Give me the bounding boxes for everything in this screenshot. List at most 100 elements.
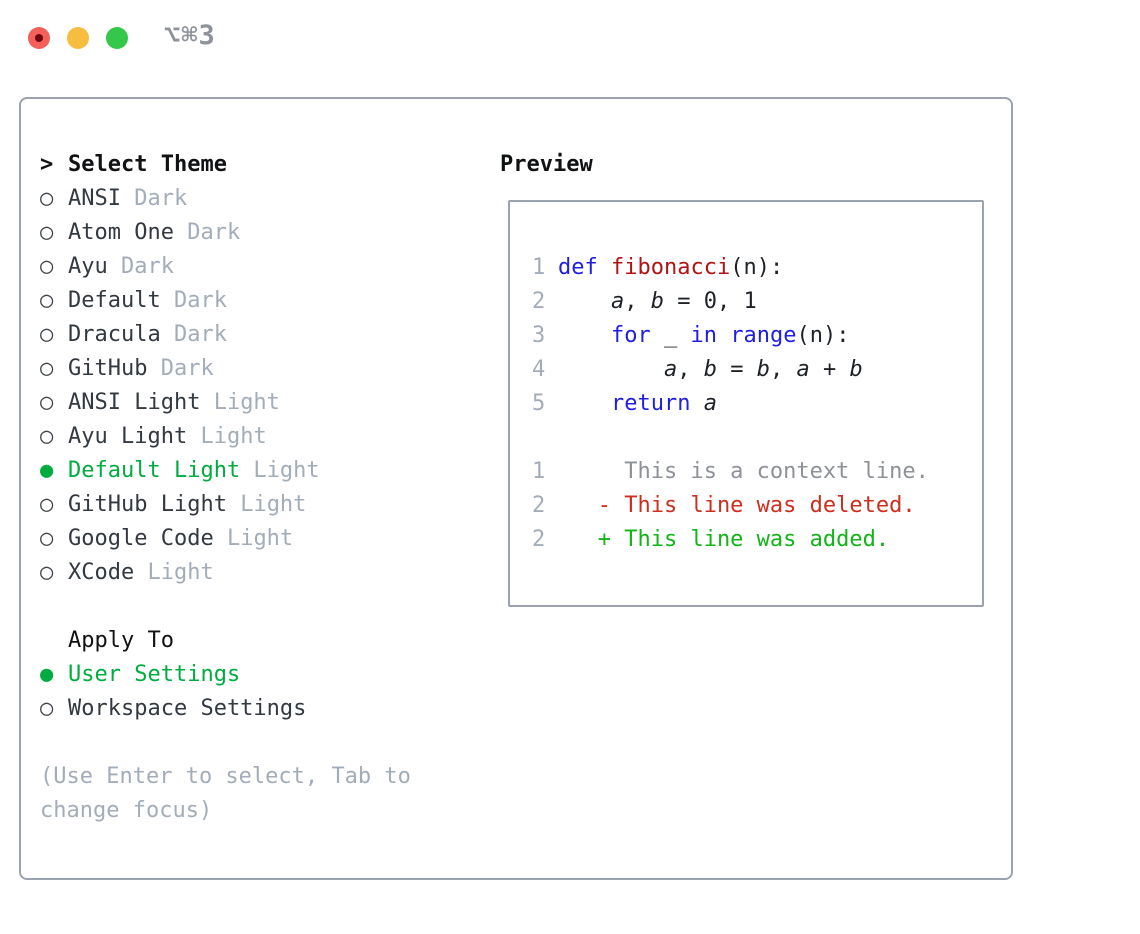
code-segment: a	[796, 357, 810, 382]
theme-option-default[interactable]: ○Default Dark	[40, 284, 486, 318]
theme-option-ansi[interactable]: ○ANSI Dark	[40, 182, 486, 216]
close-dot-icon	[35, 34, 43, 42]
radio-icon: ○	[40, 254, 54, 279]
option-variant: Light	[213, 526, 294, 551]
theme-option-ayu-light[interactable]: ○Ayu Light Light	[40, 420, 486, 454]
window-titlebar	[28, 26, 145, 50]
code-segment: = 0, 1	[663, 289, 757, 314]
code-segment: b	[756, 357, 770, 382]
option-label: ANSI Light	[68, 390, 201, 415]
minimize-button-icon[interactable]	[67, 27, 89, 49]
code-segment	[717, 323, 730, 348]
apply-to-list: ●User Settings○Workspace Settings	[40, 658, 486, 726]
option-label: Google Code	[68, 526, 214, 551]
line-number: 2	[532, 493, 546, 518]
line-number: 5	[532, 391, 546, 416]
option-variant: Dark	[173, 220, 241, 245]
code-segment: (n):	[796, 323, 850, 348]
select-theme-title: Select Theme	[68, 152, 227, 177]
code-segment: b	[849, 357, 863, 382]
theme-option-ayu[interactable]: ○ Ayu Dark	[40, 250, 486, 284]
code-line: 1 This is a context line.	[532, 455, 972, 489]
spacer	[40, 726, 486, 760]
code-segment: fibonacci	[611, 255, 731, 280]
theme-option-google-code[interactable]: ○ Google Code Light	[40, 522, 486, 556]
code-segment: ,	[769, 357, 797, 382]
apply-option-workspace-settings[interactable]: ○Workspace Settings	[40, 692, 486, 726]
code-line	[532, 421, 972, 455]
keyboard-hint: (Use Enter to select, Tab to change focu…	[40, 764, 411, 823]
option-label: XCode	[68, 560, 135, 585]
code-segment: This is a context line.	[558, 459, 929, 484]
apply-to-title: Apply To	[68, 628, 174, 653]
line-number: 3	[532, 323, 546, 348]
code-segment: b	[703, 357, 717, 382]
radio-icon: ○	[40, 526, 54, 551]
code-line: 2 a, b = 0, 1	[532, 285, 972, 319]
theme-option-xcode[interactable]: ○ XCode Light	[40, 556, 486, 590]
theme-option-atom-one[interactable]: ○Atom One Dark	[40, 216, 486, 250]
code-segment: ,	[677, 357, 704, 382]
theme-option-ansi-light[interactable]: ○ ANSI Light Light	[40, 386, 486, 420]
code-segment	[558, 357, 664, 382]
radio-icon: ○	[40, 356, 54, 381]
option-variant: Dark	[120, 186, 188, 211]
zoom-button-icon[interactable]	[106, 27, 128, 49]
code-segment: +	[809, 357, 850, 382]
theme-selector-column: >Select Theme ○ANSI Dark○Atom One Dark○A…	[40, 148, 486, 828]
window-shortcut-label: ⌥⌘3	[164, 20, 216, 51]
code-segment	[690, 391, 703, 416]
code-segment: a	[610, 289, 625, 314]
close-button-icon[interactable]	[28, 27, 50, 49]
radio-icon: ○	[40, 288, 54, 313]
code-segment	[558, 391, 611, 416]
theme-option-default-light[interactable]: ●Default Light Light	[40, 454, 486, 488]
radio-selected-icon: ●	[40, 662, 54, 687]
option-variant: Light	[134, 560, 214, 585]
code-line: 2 - This line was deleted.	[532, 489, 972, 523]
code-segment: + This line was added.	[558, 527, 890, 552]
code-segment: a	[703, 391, 717, 416]
option-label: Ayu Light	[68, 424, 188, 449]
code-segment: ,	[624, 289, 651, 314]
radio-icon: ○	[40, 424, 54, 449]
code-segment: for	[610, 323, 651, 348]
option-label: Default	[68, 288, 161, 313]
radio-icon: ○	[40, 322, 54, 347]
theme-option-dracula[interactable]: ○Dracula Dark	[40, 318, 486, 352]
prompt-icon: >	[40, 152, 54, 177]
radio-icon: ○	[40, 390, 54, 415]
radio-icon: ○	[40, 492, 54, 517]
code-segment: in	[690, 323, 717, 348]
line-number: 2	[532, 289, 546, 314]
option-variant: Light	[200, 390, 280, 415]
radio-icon: ○	[40, 696, 54, 721]
theme-option-github[interactable]: ○GitHub Dark	[40, 352, 486, 386]
code-segment: return	[610, 391, 691, 416]
theme-option-github-light[interactable]: ○GitHub Light Light	[40, 488, 486, 522]
option-variant: Dark	[107, 254, 174, 279]
code-segment: =	[716, 357, 757, 382]
code-segment: (n):	[730, 255, 784, 280]
option-label: Ayu	[68, 254, 108, 279]
select-theme-header: > Select Theme	[40, 148, 486, 182]
preview-title: Preview	[500, 152, 593, 177]
radio-selected-icon: ●	[40, 458, 54, 483]
line-number: 4	[532, 357, 546, 382]
radio-icon: ○	[40, 560, 54, 585]
code-segment	[558, 289, 611, 314]
code-segment: b	[650, 289, 664, 314]
code-line: 5 return a	[532, 387, 972, 421]
option-label: Default Light	[68, 458, 241, 483]
theme-list: ○ANSI Dark○Atom One Dark ○ Ayu Dark ○ Defaul…	[40, 182, 486, 590]
option-variant: Dark	[160, 322, 227, 347]
apply-option-user-settings[interactable]: ●User Settings	[40, 658, 486, 692]
code-line: 2 + This line was added.	[532, 523, 972, 557]
apply-to-header: Apply To	[40, 624, 486, 658]
option-variant: Dark	[147, 356, 214, 381]
code-segment	[598, 255, 611, 280]
line-number: 1	[532, 459, 546, 484]
